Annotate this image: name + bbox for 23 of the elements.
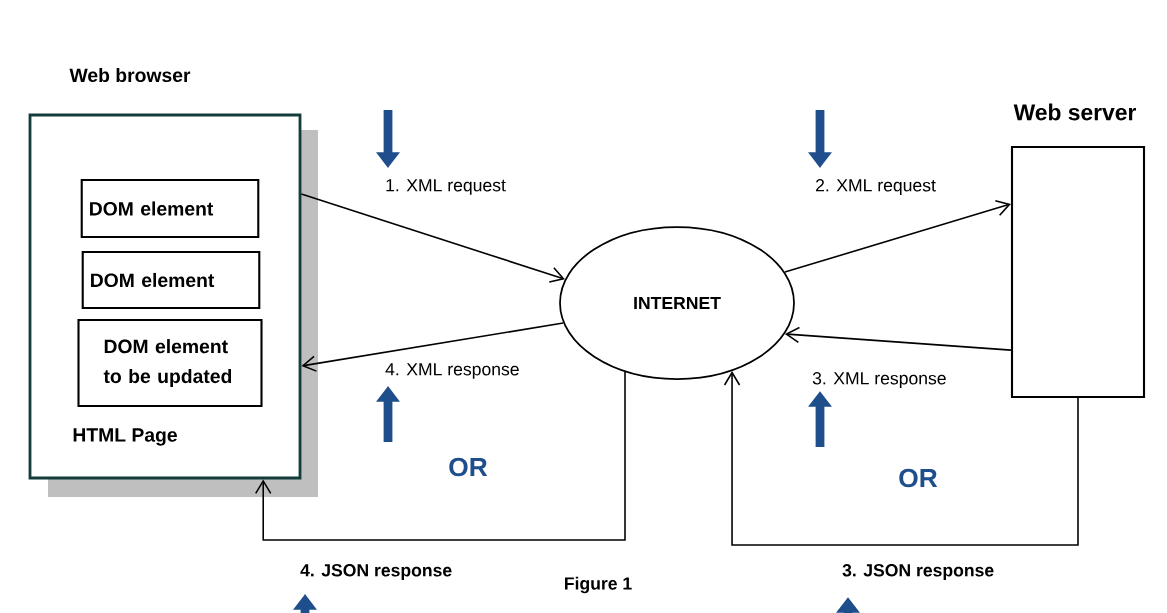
server-heading: Web server (1013, 103, 1136, 121)
or-label: OR (899, 468, 938, 488)
or-label: OR (449, 457, 488, 477)
edge-label: 3. XML response (810, 370, 949, 390)
window-heading: Web browser (69, 67, 191, 83)
edge-label: 3. JSON response (840, 562, 996, 582)
arrow (301, 322, 564, 372)
server-box (1010, 145, 1146, 399)
edge-label: 4. XML response (383, 361, 522, 381)
browser-window (28, 113, 318, 497)
arrow (784, 326, 1012, 351)
edge-label: 1. XML request (383, 177, 508, 197)
edge-label: 2. XML request (813, 177, 938, 197)
arrow (784, 200, 1011, 273)
element-box: DOM element to be updated (77, 318, 263, 408)
arrow (300, 193, 565, 283)
arrow (723, 371, 1079, 546)
window-label: HTML Page (73, 428, 177, 446)
arrow (254, 371, 626, 541)
edge-label: 4. JSON response (298, 562, 454, 582)
figure-caption: Figure 1 (565, 576, 632, 594)
element-box: DOM element (81, 250, 261, 310)
element-box: DOM element (80, 178, 260, 239)
